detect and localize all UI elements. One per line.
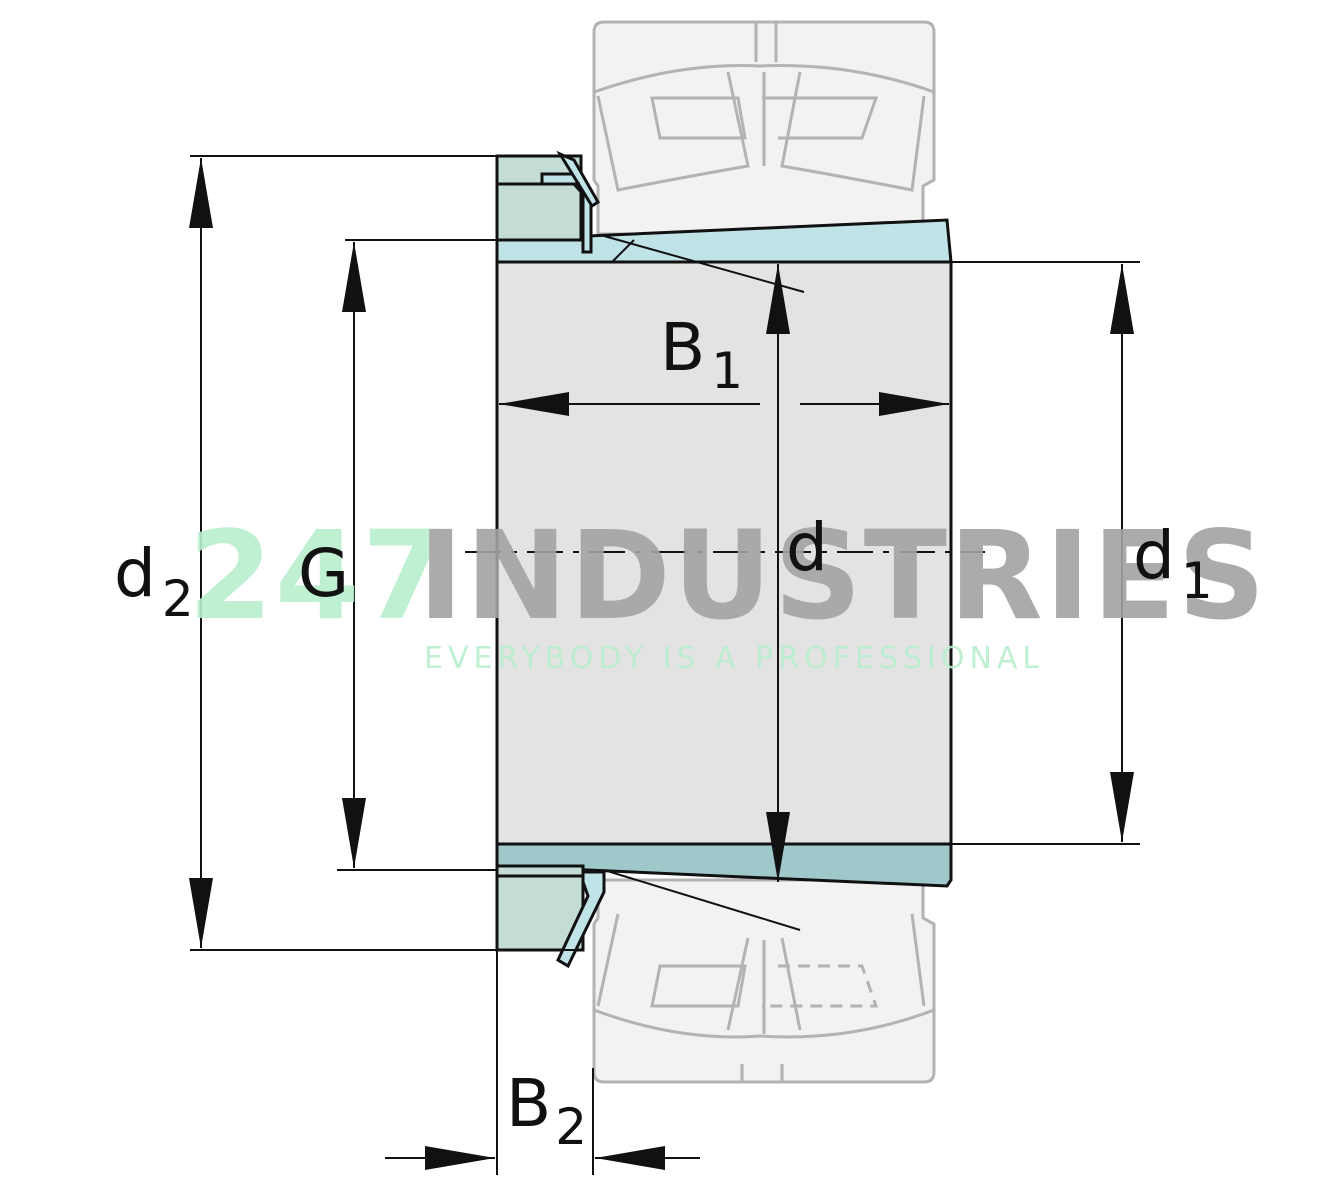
watermark-number: 247 [188,505,449,647]
bearing-upper-ghost [592,20,936,236]
lock-nut-bottom [495,864,606,969]
watermark: 247 INDUSTRIES EVERYBODY IS A PROFESSION… [188,505,1267,676]
watermark-brand: INDUSTRIES [418,505,1267,647]
lock-nut-top [495,150,600,254]
watermark-tagline: EVERYBODY IS A PROFESSIONAL [424,641,1044,676]
label-d: d [786,509,828,586]
label-b2: B2 [506,1065,587,1156]
bearing-lower-ghost [592,878,936,1084]
label-g: G [298,535,349,612]
